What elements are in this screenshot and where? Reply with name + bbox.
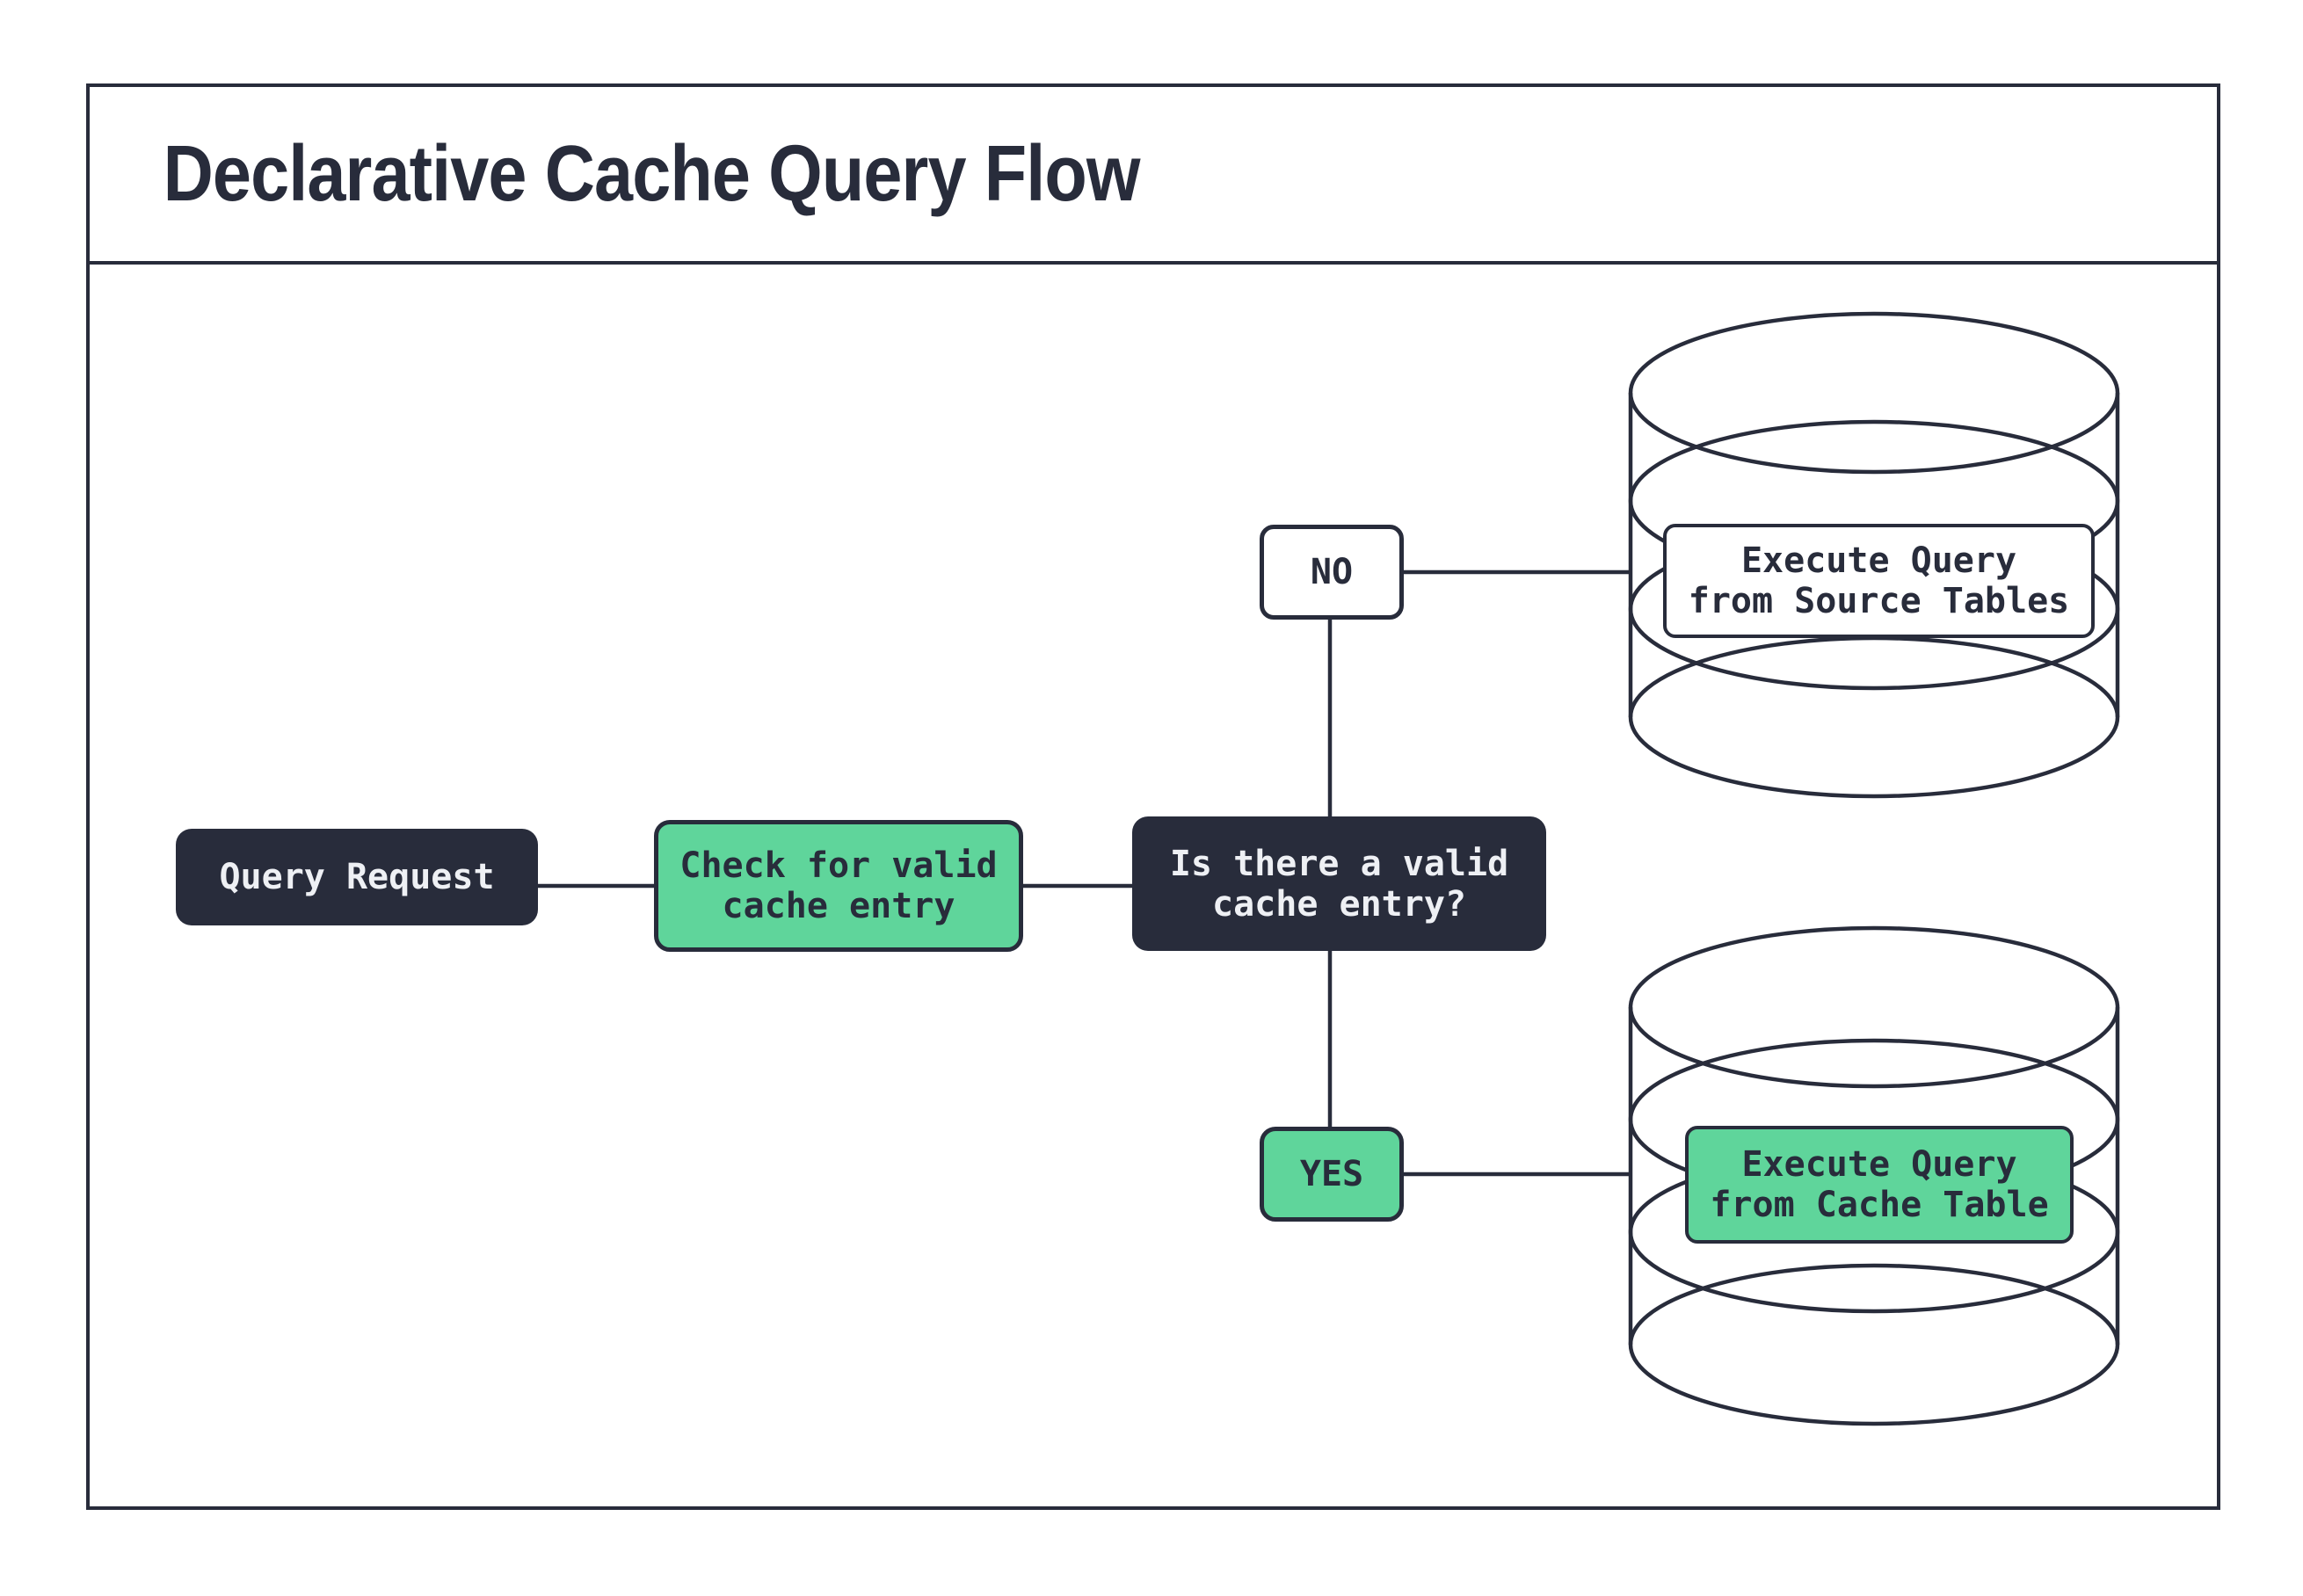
node-execute-cache: Execute Query from Cache Table bbox=[1685, 1126, 2074, 1244]
node-branch-no-label: NO bbox=[1310, 552, 1354, 592]
node-query-request-label: Query Request bbox=[219, 857, 495, 897]
node-check-cache-line2: cache entry bbox=[722, 886, 955, 926]
node-execute-source: Execute Query from Source Tables bbox=[1663, 524, 2095, 638]
node-execute-cache-line1: Execute Query bbox=[1741, 1144, 2017, 1185]
diagram-header: Declarative Cache Query Flow bbox=[90, 87, 2217, 265]
node-decision-line1: Is there a valid bbox=[1169, 843, 1509, 884]
node-check-cache-line1: Check for valid bbox=[679, 845, 998, 886]
node-branch-no: NO bbox=[1260, 525, 1404, 620]
node-query-request: Query Request bbox=[176, 829, 538, 925]
node-execute-cache-line2: from Cache Table bbox=[1710, 1185, 2049, 1225]
node-execute-source-line2: from Source Tables bbox=[1688, 581, 2070, 621]
page-title: Declarative Cache Query Flow bbox=[163, 129, 1141, 218]
node-decision: Is there a valid cache entry? bbox=[1132, 816, 1546, 951]
node-branch-yes: YES bbox=[1260, 1127, 1404, 1222]
node-decision-line2: cache entry? bbox=[1212, 883, 1466, 925]
node-execute-source-line1: Execute Query bbox=[1740, 540, 2017, 581]
diagram-frame: Declarative Cache Query Flow bbox=[86, 83, 2220, 1510]
node-check-cache: Check for valid cache entry bbox=[654, 820, 1023, 952]
node-branch-yes-label: YES bbox=[1299, 1154, 1364, 1194]
